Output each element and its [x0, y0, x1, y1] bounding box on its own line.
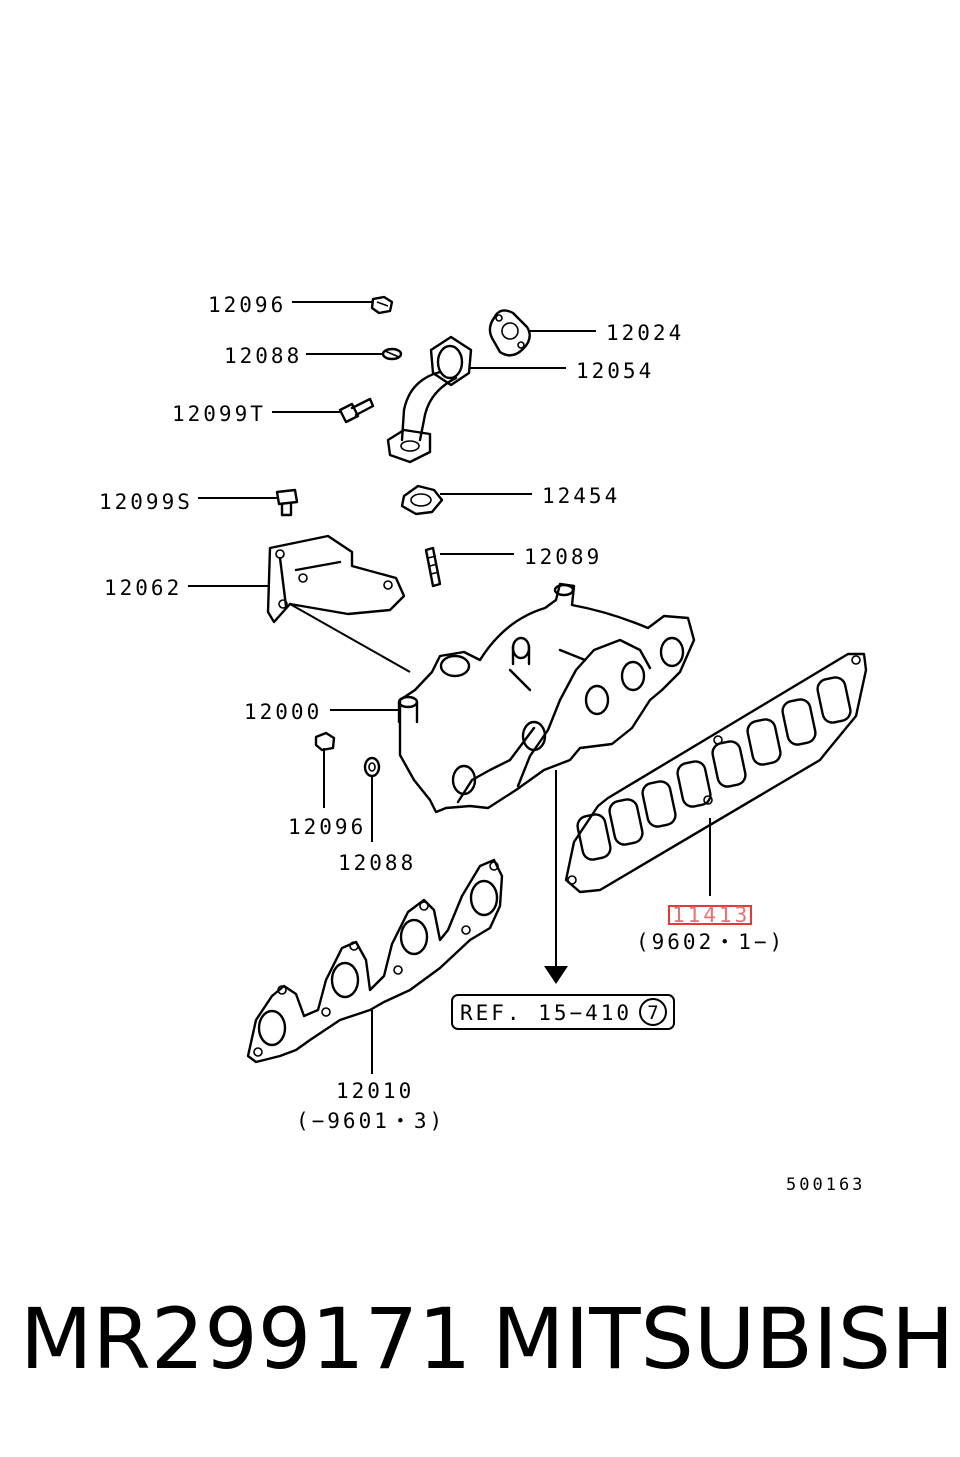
gasket-12454 [400, 484, 444, 516]
callout-12096-top: 12096 [208, 293, 286, 317]
bolt-12099T [338, 397, 375, 424]
callout-12096-bottom: 12096 [288, 815, 366, 839]
part-number: MR299171 [20, 1290, 472, 1388]
nut-12096-bottom [314, 731, 336, 752]
footer-caption: MR299171 MITSUBISHI [0, 1290, 960, 1390]
washer-12088-top [381, 347, 403, 361]
nut-12096-top [370, 295, 394, 315]
gasket-11413 [564, 652, 868, 894]
callout-12000: 12000 [244, 700, 322, 724]
pipe-12054 [386, 335, 473, 464]
exhaust-manifold-12000 [397, 582, 696, 814]
leader-lines [188, 301, 711, 1074]
brand-name: MITSUBISHI [492, 1290, 960, 1388]
reference-arrow [544, 966, 568, 984]
reference-circled-number: 7 [647, 1002, 658, 1024]
callout-12099S: 12099S [99, 490, 193, 514]
reference-label: REF. 15−410 [460, 1001, 632, 1025]
callout-12024: 12024 [606, 321, 684, 345]
callout-12454: 12454 [542, 484, 620, 508]
callout-12088-bottom: 12088 [338, 851, 416, 875]
washer-12088-bottom [363, 756, 381, 778]
callout-12089: 12089 [524, 545, 602, 569]
callout-12088-top: 12088 [224, 344, 302, 368]
callout-12010: 12010 [336, 1079, 414, 1103]
bracket-12062 [266, 534, 406, 624]
stud-12089 [424, 546, 442, 588]
bracket-connector-line [289, 603, 411, 673]
gasket-12024 [488, 309, 531, 357]
callout-12062: 12062 [104, 576, 182, 600]
callout-11413-range: (9602・1−) [636, 930, 785, 954]
callout-12099T: 12099T [172, 402, 266, 426]
diagram-id: 500163 [786, 1175, 865, 1195]
reference-box: REF. 15−410 7 [451, 994, 675, 1030]
gasket-12010 [246, 858, 504, 1064]
callout-12010-range: (−9601・3) [296, 1109, 445, 1133]
callout-11413: 11413 [672, 903, 750, 927]
bolt-12099S [275, 488, 299, 517]
highlight-box-11413 [668, 905, 752, 925]
callout-12054: 12054 [576, 359, 654, 383]
